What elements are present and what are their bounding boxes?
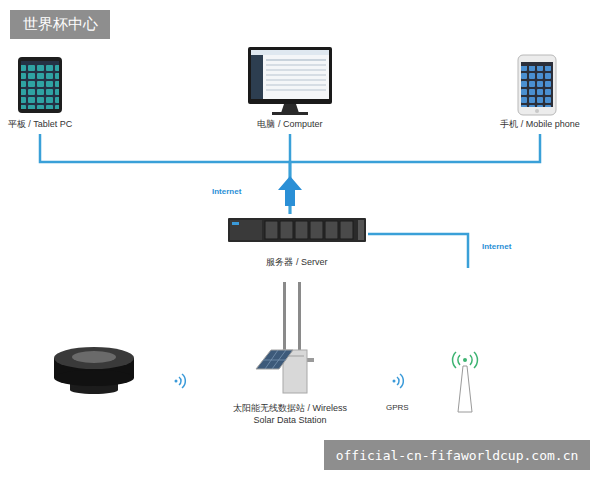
- tablet-icon: [18, 57, 62, 113]
- device-node: 电脑 / Computer: [240, 45, 340, 134]
- computer-icon: [248, 47, 332, 115]
- device-node: 平板 / Tablet PC: [3, 55, 78, 134]
- device-node: 手机 / Mobile phone: [490, 52, 590, 134]
- wireless-symbol: [393, 374, 404, 388]
- solar-station-icon: [256, 282, 314, 393]
- network-connector: [290, 134, 540, 214]
- server-node: 服务器 / Server: [222, 214, 372, 272]
- internet-line: [368, 234, 468, 268]
- node-label: 服务器 / Server: [225, 257, 369, 269]
- node-label: 平板 / Tablet PC: [6, 119, 75, 131]
- node-label: 太阳能无线数据站 / Wireless Solar Data Station: [231, 403, 349, 426]
- station-node: 太阳能无线数据站 / Wireless Solar Data Station: [228, 280, 352, 430]
- sensor-icon: [54, 347, 134, 394]
- upload-arrow: [278, 176, 302, 206]
- watermark: 世界杯中心: [10, 10, 110, 39]
- node-label: 电脑 / Computer: [243, 119, 337, 131]
- phone-icon: [518, 55, 556, 115]
- network-label: Internet: [212, 187, 241, 196]
- network-label: Internet: [482, 242, 511, 251]
- network-label: GPRS: [386, 403, 409, 412]
- network-connector: [40, 134, 290, 214]
- server-icon: [228, 218, 366, 242]
- wireless-symbol: [175, 374, 186, 388]
- node-label: 手机 / Mobile phone: [493, 119, 587, 131]
- antenna-icon: [453, 352, 478, 412]
- watermark: official-cn-fifaworldcup.com.cn: [324, 440, 590, 470]
